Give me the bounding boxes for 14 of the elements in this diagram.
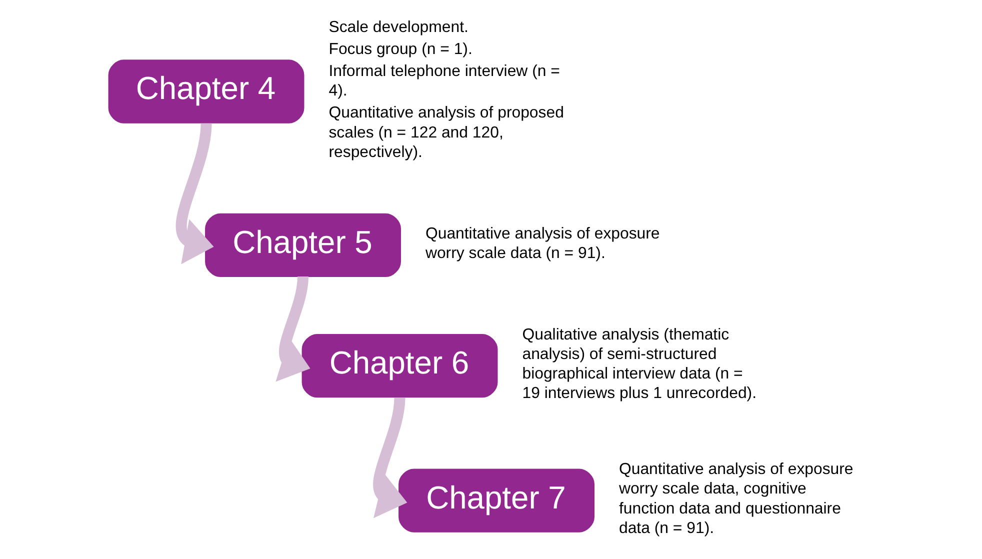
node-label: Scale development. xyxy=(328,18,468,36)
arrow xyxy=(276,276,310,382)
node-box: Chapter 4 xyxy=(108,60,304,124)
node-box: Chapter 7 xyxy=(398,468,594,532)
node-label: Quantitative analysis of proposed scales (n = 122 and 120, respectively). xyxy=(328,104,564,161)
node-box: Chapter 6 xyxy=(302,334,498,398)
arrow xyxy=(176,122,214,264)
node-label: Quantitative analysis of exposure worry scale data, cognitive function data and questionnaire data (n = 91). xyxy=(618,461,854,537)
node-box: Chapter 5 xyxy=(205,213,401,278)
arrow xyxy=(373,397,408,518)
node-label: Quantitative analysis of exposure worry scale data (n = 91). xyxy=(425,225,660,262)
node-label: Qualitative analysis (thematic analysis) of semi-structured biographical interview data (n = 19 interviews plus 1 unrecorded). xyxy=(522,326,757,402)
node-label: Focus group (n = 1). xyxy=(328,41,472,58)
node-label: Informal telephone interview (n = 4). xyxy=(328,63,560,100)
